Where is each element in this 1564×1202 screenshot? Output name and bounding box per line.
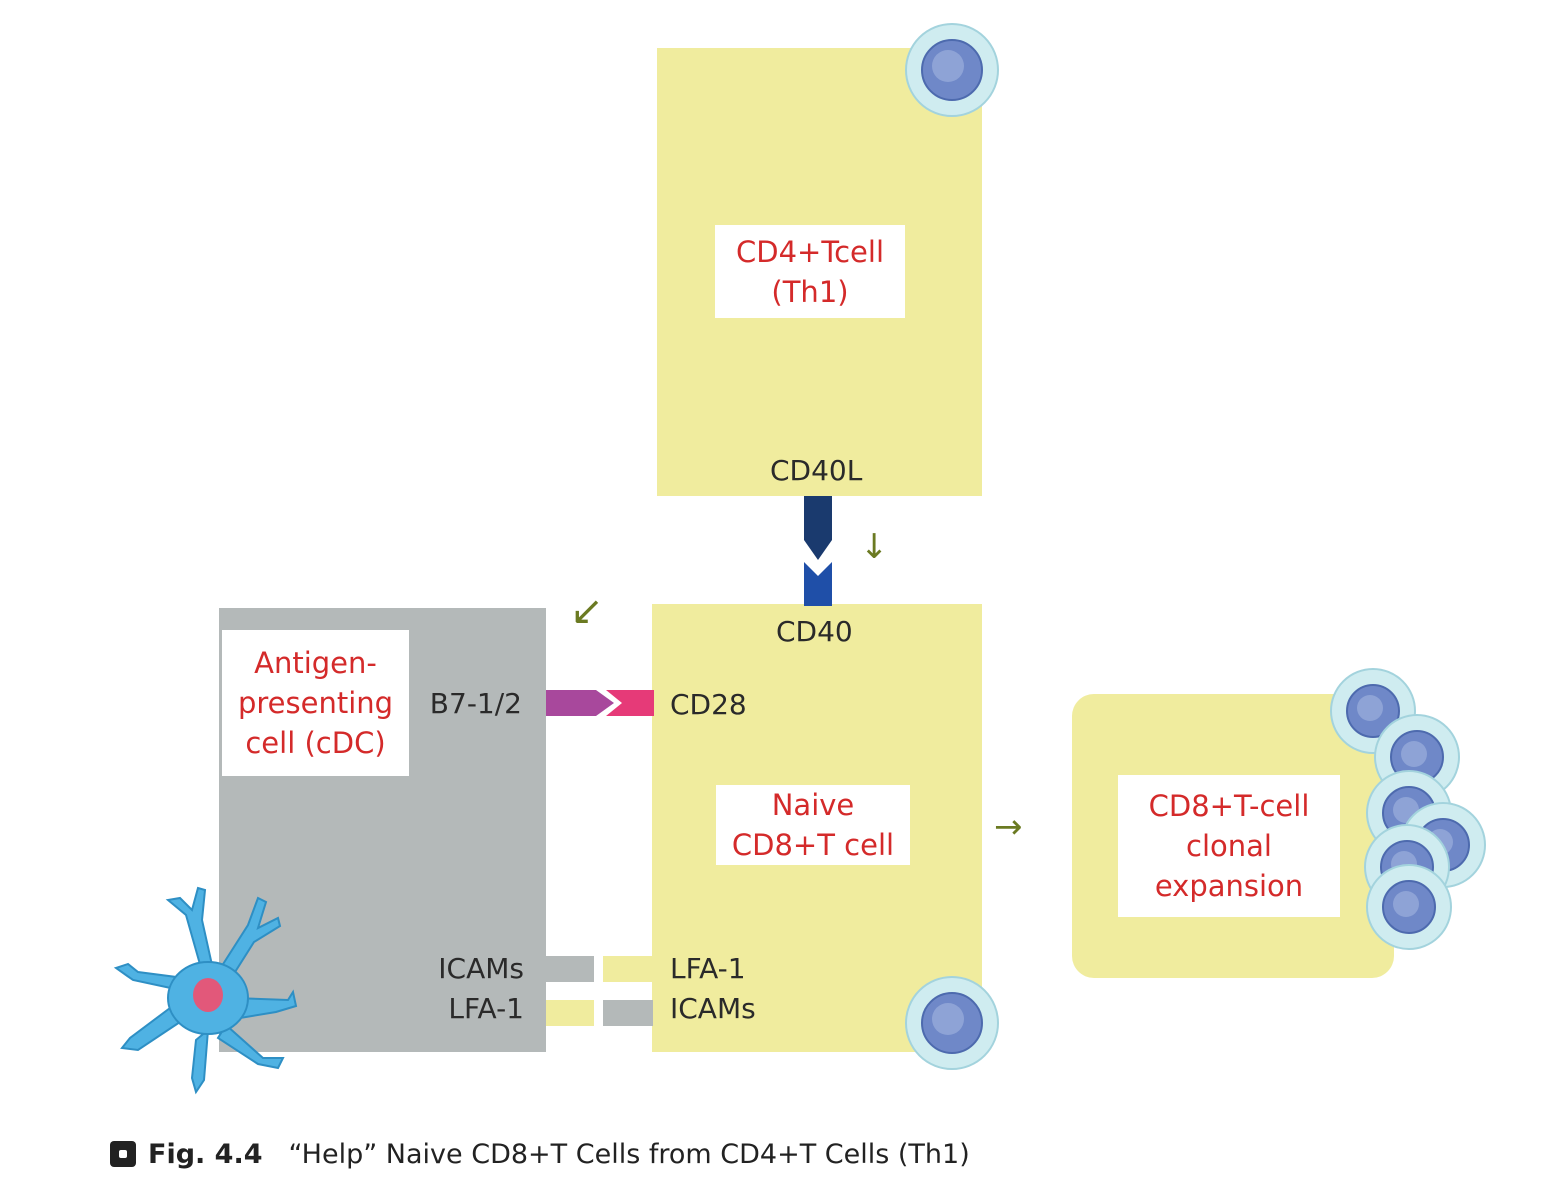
cd28-receptor-icon	[606, 690, 654, 716]
cd40-label: CD40	[776, 615, 853, 648]
naive-cd8-tcell-icon	[905, 976, 999, 1070]
caption-text: “Help” Naive CD8+T Cells from CD4+T Cell…	[288, 1138, 970, 1170]
icams-left-label: ICAMs	[438, 952, 524, 985]
cd4-label-line-1: CD4+Tcell	[735, 234, 885, 269]
clonal-tcells-cluster-icon	[1330, 668, 1486, 950]
icams-left-block	[546, 956, 594, 982]
apc-label: Antigen- presenting cell (cDC)	[222, 630, 409, 776]
icams-right-label: ICAMs	[670, 992, 756, 1025]
naive-label-line-2: CD8+T cell	[731, 828, 895, 862]
clonal-label-line-1: CD8+T-cell	[1148, 789, 1310, 823]
naive-label-line-1: Naive	[771, 788, 855, 822]
clonal-label-line-2: clonal	[1186, 829, 1272, 863]
cd28-label: CD28	[670, 688, 747, 721]
right-arrow-icon: →	[994, 807, 1023, 847]
cd4-label-line-2: (Th1)	[771, 274, 849, 309]
cd40-receptor-icon	[804, 562, 832, 606]
down-arrow-icon: ↓	[860, 527, 889, 567]
down-left-arrow-icon: ↙	[570, 588, 604, 634]
cd4-tcell-label: CD4+Tcell (Th1)	[715, 225, 905, 318]
naive-cd8-label: Naive CD8+T cell	[716, 785, 910, 865]
clonal-expansion-label: CD8+T-cell clonal expansion	[1118, 775, 1340, 917]
clonal-label-line-3: expansion	[1154, 869, 1304, 903]
apc-label-line-1: Antigen-	[254, 646, 377, 680]
apc-label-line-2: presenting	[237, 686, 394, 720]
cd4-tcell-icon	[905, 23, 999, 117]
lfa1-left-block	[546, 1000, 594, 1026]
lfa1-right-block	[603, 956, 653, 982]
figure-caption: Fig. 4.4 “Help” Naive CD8+T Cells from C…	[110, 1134, 970, 1174]
b7-label: B7-1/2	[429, 687, 522, 720]
b7-ligand-icon	[546, 690, 614, 716]
cd40l-receptor-icon	[804, 496, 832, 560]
lfa1-left-label: LFA-1	[448, 992, 524, 1025]
caption-square-icon	[110, 1141, 136, 1167]
lfa1-right-label: LFA-1	[670, 952, 746, 985]
apc-label-line-3: cell (cDC)	[245, 726, 386, 760]
icams-right-block	[603, 1000, 653, 1026]
cd40l-label: CD40L	[770, 454, 863, 487]
caption-figure-number: Fig. 4.4	[148, 1138, 263, 1170]
dendritic-cell-icon	[113, 886, 298, 1095]
